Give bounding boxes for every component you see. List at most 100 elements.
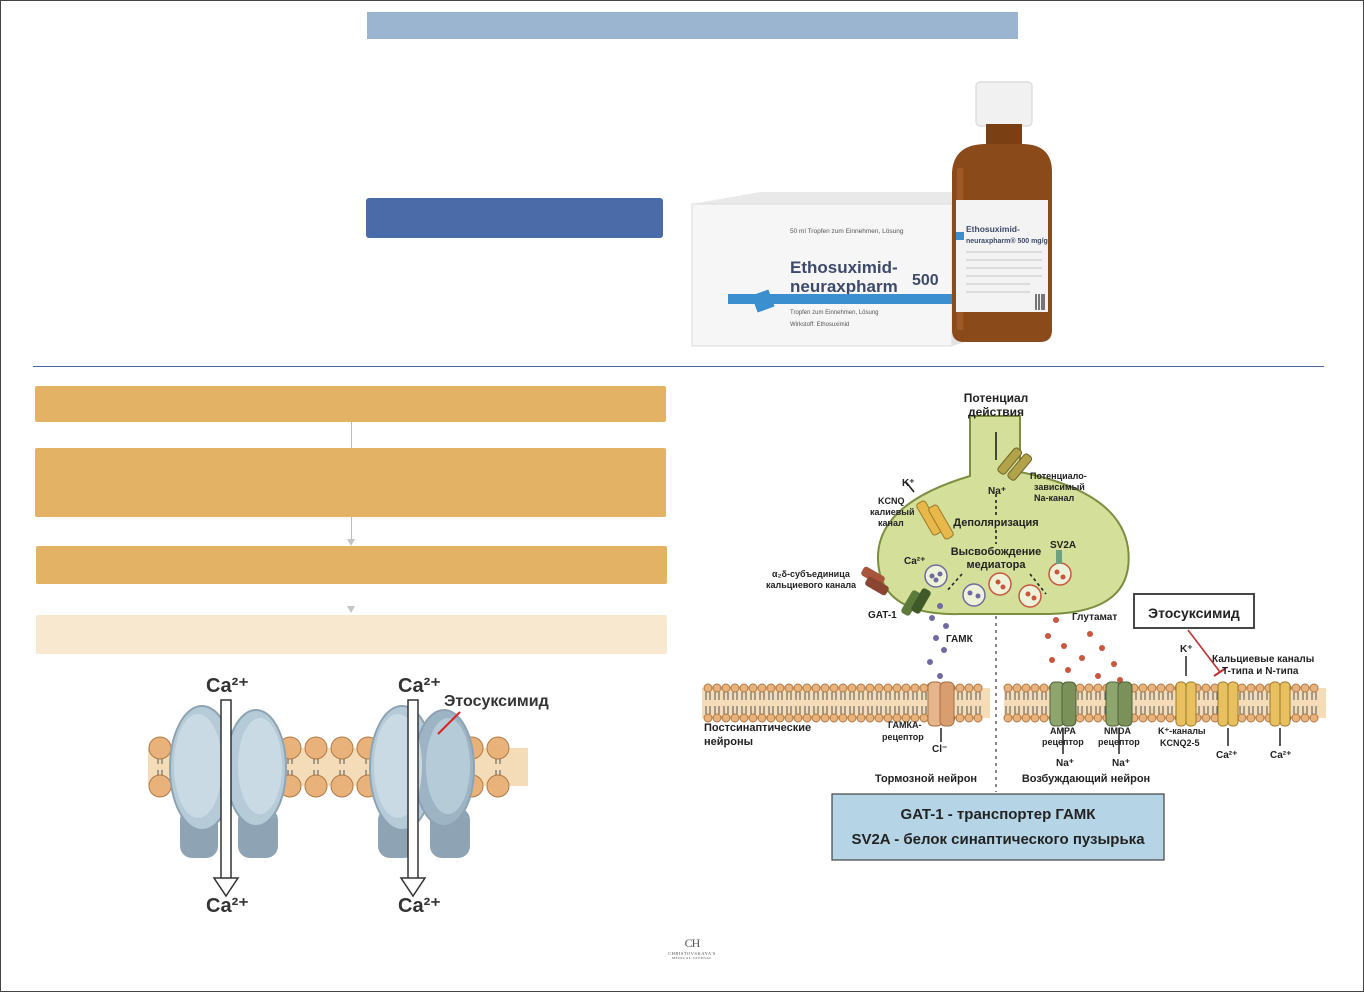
bottle-cap [975,81,1033,127]
ampa-label-1: AMPA [1050,726,1076,736]
a2d-label-1: α₂δ-субъединица [772,569,851,579]
footer-logo-text-1: CHRISTOVSKAYA'S [668,951,716,956]
a2d-label-2: кальциевого канала [766,580,857,590]
legend-line-1: GAT-1 - транспортер ГАМК [901,806,1097,823]
gat1-label: GAT-1 [868,610,897,621]
na-channel-1: Потенциало- [1030,471,1087,481]
ethosuximide-box-label: Этосуксимид [1148,605,1240,621]
nmda-label-1: NMDA [1104,726,1131,736]
ampa-label-2: рецептор [1042,737,1084,747]
footer-logo: CH CHRISTOVSKAYA'S MEDICAL JOURNAL [662,936,722,960]
calcium-channel-open [169,705,287,858]
package-name-1: Ethosuximid- [790,258,898,277]
t-type-channel [1217,681,1239,727]
sv2a-label: SV2A [1050,540,1076,551]
na-channel-2: зависимый [1034,482,1085,492]
ethosuximide-box [1133,593,1255,629]
kcnq-channel [916,500,954,540]
header-bar [367,12,1018,39]
synapse-diagram: Потенциал действия K⁺ KCNQ калиевый кана… [702,391,1326,861]
package-logo [751,289,775,313]
na-plus-label: Na⁺ [988,486,1006,497]
sv2a-protein [1056,550,1062,564]
na-out-label-2: Na⁺ [1112,758,1130,769]
section-label-box [366,198,663,238]
flow-connector-2 [351,517,352,539]
flow-arrow-3 [347,606,355,613]
calcium-flow-arrow-left [212,699,240,898]
ca-channels-label-2: T-типа и N-типа [1222,666,1299,677]
product-photo: 50 ml Tropfen zum Einnehmen, Lösung Etho… [691,81,1052,347]
flow-box-2 [35,448,666,517]
ca-bottom-right: Ca²⁺ [398,895,441,917]
package-box [691,203,953,347]
footer-logo-mark: CH [684,936,701,950]
flow-box-4 [36,615,667,654]
legend-line-2: SV2A - белок синаптического пузырька [851,831,1145,848]
a2d-subunit [861,566,889,596]
synaptic-vesicles [924,562,1072,608]
ca-top-right: Ca²⁺ [398,675,441,697]
nmda-label-2: рецептор [1098,737,1140,747]
drug-label: Этосуксимид [444,693,549,710]
release-label-2: медиатора [967,559,1027,571]
glutamate-label: Глутамат [1072,612,1117,623]
ampa-receptor [1049,681,1077,727]
bottle-label-name-1: Ethosuximid- [966,224,1020,234]
flow-connector-1 [351,422,352,448]
action-potential-1: Потенциал [964,391,1029,405]
inhibitory-label: Тормозной нейрон [875,773,977,785]
gabaa-label-1: ГАМКА- [888,720,922,730]
kcnq-label-3: канал [878,518,904,528]
legend-box [831,793,1165,861]
excitatory-label: Возбуждающий нейрон [1022,773,1150,785]
n-type-channel [1269,681,1291,727]
bottle-neck [986,124,1022,146]
calcium-channel-figure: Ca²⁺ Ca²⁺ Ca²⁺ Ca²⁺ Этосуксимид [148,675,549,917]
package-name-2: neuraxpharm [790,277,898,296]
bottle-label [956,200,1048,312]
cl-minus-label: Cl⁻ [932,744,947,755]
ca-in-label: Ca²⁺ [904,556,925,567]
package-subtitle: Tropfen zum Einnehmen, Lösung [790,310,879,316]
calcium-flow-arrow-right [399,699,427,898]
ca-out-label-1: Ca²⁺ [1216,750,1237,761]
section-divider [33,366,1324,367]
calcium-channel-blocked [369,705,475,858]
glutamate-molecules [1045,617,1123,695]
package-blue-stripe [728,294,952,304]
na-channel [997,447,1033,481]
flow-box-1 [35,386,666,422]
signal-arrows [905,432,1047,595]
ca-channels-label-1: Кальциевые каналы [1212,654,1314,665]
k-plus-right-label: K⁺ [1180,644,1193,655]
na-channel-3: Na-канал [1034,493,1074,503]
drug-pointer [437,711,461,735]
kcnq-channel-post [1175,681,1197,727]
gaba-label: ГАМК [946,634,974,645]
footer-logo-text-2: MEDICAL JOURNAL [671,956,713,960]
package-dose: 500 [912,272,939,289]
flow-box-3 [36,546,667,584]
postsynaptic-label-2: нейроны [704,736,753,748]
depolarization-label: Деполяризация [953,517,1038,529]
kcnq-label-2: калиевый [870,507,915,517]
gabaa-label-2: рецептор [882,732,924,742]
post-arrows [940,656,1281,754]
package-wirkstoff: Wirkstoff: Ethosuximid [790,322,849,328]
k-channels-label-1: K⁺-каналы [1158,726,1206,736]
k-plus-label: K⁺ [902,478,915,489]
postsynaptic-label-1: Постсинаптические [704,722,811,734]
flow-arrow-2 [347,539,355,546]
package-top-face [692,192,990,204]
package-strip-text: 50 ml Tropfen zum Einnehmen, Lösung [790,228,904,235]
ca-out-label-2: Ca²⁺ [1270,750,1291,761]
gabaa-receptor [927,681,955,727]
ethosuximide-inhibition-line [1187,629,1221,673]
release-label-1: Высвобождение [951,546,1042,558]
kcnq-label-1: KCNQ [878,496,905,506]
na-out-label-1: Na⁺ [1056,758,1074,769]
ca-top-left: Ca²⁺ [206,675,249,697]
ca-bottom-left: Ca²⁺ [206,895,249,917]
action-potential-2: действия [968,405,1024,419]
